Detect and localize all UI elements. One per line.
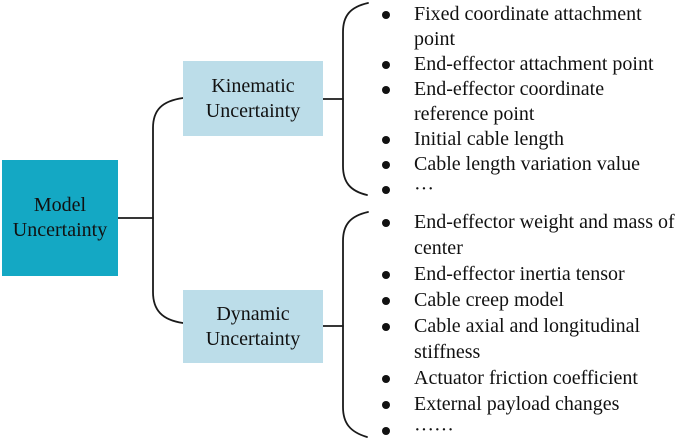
list-item: Actuator friction coefficient (378, 365, 683, 391)
kinematic-uncertainty-box: Kinematic Uncertainty (183, 61, 323, 136)
list-item-text: ··· (414, 178, 434, 200)
kinematic-brace (342, 2, 369, 196)
list-item-text: End-effector attachment point (414, 53, 654, 75)
model-uncertainty-box: Model Uncertainty (2, 160, 118, 276)
bullet-icon (382, 322, 390, 331)
bullet-icon (382, 296, 390, 305)
list-item-text: Fixed coordinate attachment point (414, 3, 642, 50)
bullet-icon (382, 86, 390, 94)
model-uncertainty-label: Model Uncertainty (12, 194, 108, 241)
list-item: End-effector attachment point (378, 52, 683, 77)
list-item: End-effector weight and mass of center (378, 209, 683, 261)
dynamic-uncertainty-box: Dynamic Uncertainty (183, 290, 323, 363)
list-item-text: End-effector weight and mass of center (414, 211, 675, 259)
list-item: Cable length variation value (378, 152, 683, 177)
bullet-icon (382, 161, 390, 169)
dynamic-uncertainty-list: End-effector weight and mass of center E… (378, 209, 683, 442)
list-item-text: ······ (414, 419, 454, 441)
list-item: End-effector coordinate reference point (378, 77, 683, 127)
bullet-icon (382, 186, 390, 194)
list-item-text: Initial cable length (414, 128, 564, 150)
list-item-text: Actuator friction coefficient (414, 367, 638, 389)
list-item-text: End-effector inertia tensor (414, 263, 625, 285)
list-item-text: Cable length variation value (414, 153, 641, 175)
bullet-icon (382, 136, 390, 144)
dynamic-uncertainty-label: Dynamic Uncertainty (205, 302, 301, 350)
bullet-icon (382, 400, 390, 409)
list-item: ··· (378, 177, 683, 202)
list-item: Fixed coordinate attachment point (378, 2, 683, 52)
list-item: Initial cable length (378, 127, 683, 152)
list-item: ······ (378, 417, 683, 442)
list-item-text: External payload changes (414, 393, 620, 415)
bullet-icon (382, 218, 390, 227)
kinematic-uncertainty-list: Fixed coordinate attachment point End-ef… (378, 2, 683, 202)
list-item: External payload changes (378, 391, 683, 417)
kinematic-uncertainty-label: Kinematic Uncertainty (205, 74, 301, 122)
list-item: End-effector inertia tensor (378, 261, 683, 287)
left-brace (152, 97, 184, 324)
list-item: Cable axial and longitudinal stiffness (378, 313, 683, 365)
list-item-text: Cable axial and longitudinal stiffness (414, 315, 641, 363)
bullet-icon (382, 11, 390, 19)
list-item: Cable creep model (378, 287, 683, 313)
bullet-icon (382, 374, 390, 383)
list-item-text: Cable creep model (414, 289, 564, 311)
bullet-icon (382, 61, 390, 69)
list-item-text: End-effector coordinate reference point (414, 78, 605, 125)
bullet-icon (382, 270, 390, 279)
dynamic-brace (342, 211, 369, 438)
bullet-icon (382, 426, 390, 435)
